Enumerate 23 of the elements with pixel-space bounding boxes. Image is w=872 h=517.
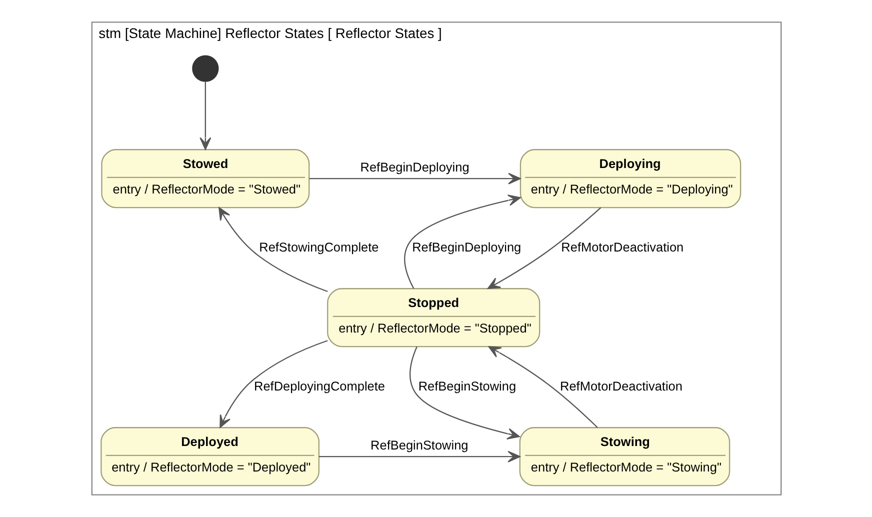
edge-label: RefBeginDeploying	[412, 239, 521, 254]
node-box: Deployed entry / ReflectorMode = "Deployed"	[100, 427, 319, 486]
arrow	[308, 172, 520, 184]
node-box: Stowed entry / ReflectorMode = "Stowed"	[100, 149, 310, 208]
edge-label: RefBeginStowing	[418, 378, 516, 394]
edge-label: RefBeginDeploying	[360, 159, 469, 174]
edge-label: RefDeployingComplete	[254, 378, 384, 394]
node-circle	[192, 55, 218, 82]
node-box: Stopped entry / ReflectorMode = "Stopped"	[326, 288, 540, 348]
arrow	[199, 82, 211, 150]
arrow	[488, 346, 598, 428]
node-box: Stowing entry / ReflectorMode = "Stowing"	[518, 427, 730, 486]
arrow	[318, 450, 520, 462]
arrow	[404, 194, 520, 289]
arrow	[219, 340, 328, 428]
edge-label: RefBeginStowing	[370, 437, 468, 452]
edge-label: RefStowingComplete	[258, 239, 378, 254]
edge-label: RefMotorDeactivation	[560, 239, 684, 254]
arrow	[486, 207, 601, 290]
node-box: Deploying entry / ReflectorMode = "Deploying"	[519, 149, 741, 208]
edge-label: RefMotorDeactivation	[560, 378, 682, 394]
arrow	[218, 207, 328, 292]
arrow	[409, 346, 520, 440]
